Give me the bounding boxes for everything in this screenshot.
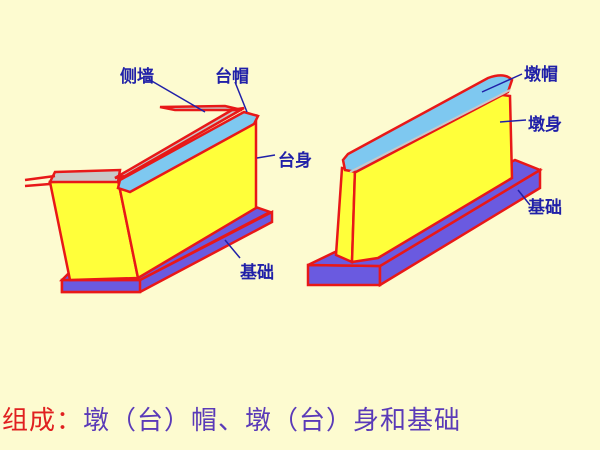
pier-foundation — [306, 263, 382, 287]
abutment-drawing — [24, 79, 276, 294]
pier-drawing — [306, 73, 543, 288]
label-pier-foundation: 基础 — [528, 198, 562, 218]
label-pier-body: 墩身 — [528, 115, 562, 135]
abutment-side-wall — [114, 106, 245, 180]
caption-text: 墩（台）帽、墩（台）身和基础 — [83, 406, 462, 436]
label-abutment-body: 台身 — [278, 151, 312, 171]
pier-cap — [341, 74, 514, 174]
label-abutment-cap: 台帽 — [215, 67, 249, 87]
label-side-wall: 侧墙 — [120, 67, 154, 87]
caption: 组成：墩（台）帽、墩（台）身和基础 — [2, 400, 461, 437]
caption-prefix: 组成： — [2, 406, 84, 436]
label-pier-cap: 墩帽 — [524, 65, 558, 85]
label-abutment-foundation: 基础 — [240, 263, 274, 283]
abutment-cap — [116, 110, 260, 194]
